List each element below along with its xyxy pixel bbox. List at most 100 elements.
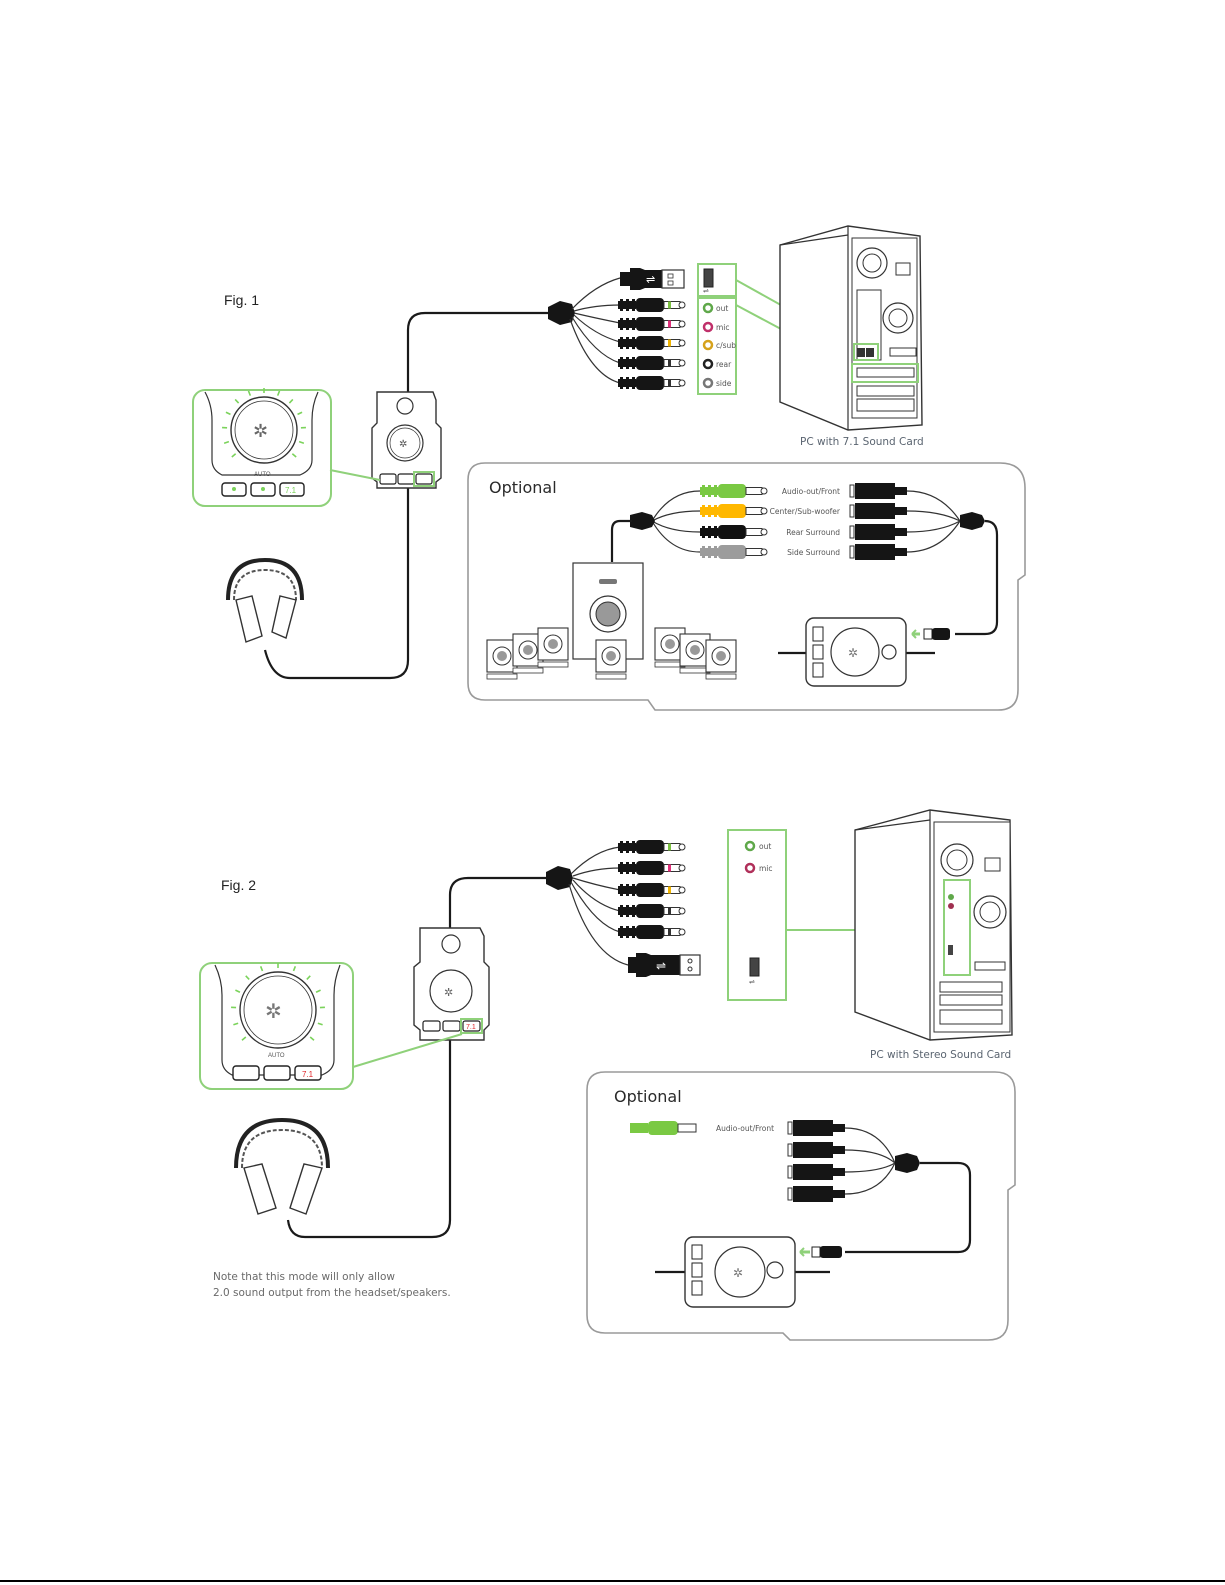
pc-tower-stereo [854, 809, 1013, 1041]
audio-plugs [618, 298, 686, 390]
speakers-icon [486, 562, 737, 680]
wire [844, 1162, 896, 1173]
page-bottom-rule [0, 1580, 1225, 1582]
svg-text:AUTO: AUTO [268, 1053, 285, 1059]
port-side-icon [702, 377, 714, 389]
splitter-icon [548, 301, 575, 325]
led-tick [309, 1036, 315, 1041]
optional-title: Optional [489, 478, 557, 497]
port-label: mic [716, 323, 730, 332]
wire [906, 490, 961, 522]
audio-plug [618, 298, 686, 312]
socket-neck [895, 528, 907, 536]
wire [651, 520, 701, 553]
led-tick [288, 398, 294, 404]
socket-bracket [787, 1143, 793, 1157]
led-tick [235, 989, 241, 993]
wire [844, 1162, 896, 1195]
fan-wires [568, 846, 629, 966]
socket-bracket [787, 1165, 793, 1179]
socket [855, 483, 895, 499]
audio-plug [700, 504, 768, 518]
audio-plug [618, 336, 686, 350]
headphones-icon [234, 1117, 330, 1215]
svg-text:✲: ✲ [733, 1266, 743, 1280]
socket-bracket [849, 484, 855, 498]
razer-logo-icon: ✲ [253, 421, 268, 441]
audio-plug [618, 376, 686, 390]
audio-port-box [697, 297, 737, 395]
led-tick [298, 440, 305, 444]
led-tick [234, 398, 240, 404]
wire [651, 510, 701, 522]
main-cable [406, 311, 550, 392]
led-tick [245, 975, 250, 980]
socket-neck [833, 1190, 845, 1198]
socket [793, 1120, 833, 1136]
wire [906, 520, 961, 553]
razer-logo-icon: ✲ [265, 1001, 282, 1023]
wire [651, 490, 701, 522]
port-c-sub-icon [702, 339, 714, 351]
svg-text:✲: ✲ [444, 987, 453, 999]
socket-neck [895, 487, 907, 495]
pc-caption: PC with 7.1 Sound Card [800, 436, 924, 448]
led-tick [225, 411, 231, 416]
led-tick [259, 966, 264, 972]
channel-label: Rear Surround [786, 528, 840, 537]
control-box: ✲ [371, 391, 442, 489]
socket [855, 544, 895, 560]
audio-plug [700, 545, 768, 559]
zoom-link [352, 1033, 463, 1068]
audio-plug [618, 840, 686, 854]
note-line-2: 2.0 sound output from the headset/speake… [213, 1287, 451, 1299]
control-zoom-inset: ✲ AUTO 7.1 [199, 962, 354, 1090]
usb-plug: ⇌ [620, 268, 685, 290]
audio-plug [618, 356, 686, 370]
headphones-icon [226, 557, 304, 643]
audio-plug [618, 883, 686, 897]
svg-text:AUTO: AUTO [254, 472, 271, 478]
optional-control-box: ✲ [778, 617, 950, 687]
splitter-icon [546, 866, 573, 890]
stereo-port-box [727, 829, 787, 1001]
led-tick [317, 1022, 323, 1026]
led-tick [241, 1036, 247, 1041]
socket-neck [833, 1168, 845, 1176]
port-rear-icon [702, 358, 714, 370]
led-tick [276, 390, 281, 396]
socket [855, 524, 895, 540]
port-out-icon [744, 840, 756, 852]
svg-text:7.1: 7.1 [466, 1024, 476, 1031]
control-zoom-inset: ✲ AUTO 7.1 [192, 388, 332, 507]
optional-panel-stereo: Optional Audio-out/Front ✲ [586, 1071, 1016, 1341]
svg-text:✲: ✲ [848, 646, 858, 660]
green-plug [630, 1121, 697, 1135]
usb-icon: ⇌ [656, 959, 666, 973]
port-label: out [716, 304, 728, 313]
audio-plugs [618, 840, 686, 939]
led-tick [315, 989, 321, 993]
port-label: side [716, 379, 732, 388]
socket-bracket [849, 545, 855, 559]
led-tick [233, 1022, 239, 1026]
optional-control-box: ✲ [655, 1236, 842, 1308]
channel-label: Audio-out/Front [782, 487, 840, 496]
channel-label: Center/Sub-woofer [770, 507, 841, 516]
main-cable [448, 876, 548, 928]
led-tick [297, 411, 303, 416]
port-out-icon [702, 302, 714, 314]
port-mic-icon [702, 321, 714, 333]
socket [855, 503, 895, 519]
socket [793, 1164, 833, 1180]
audio-plug [618, 861, 686, 875]
led-tick [247, 390, 252, 396]
wire [651, 520, 701, 533]
port-label: mic [759, 864, 773, 873]
fan-wires [569, 277, 621, 384]
socket [793, 1142, 833, 1158]
channel-label: Audio-out/Front [716, 1124, 774, 1133]
usb-plug: ⇌ [628, 953, 701, 977]
